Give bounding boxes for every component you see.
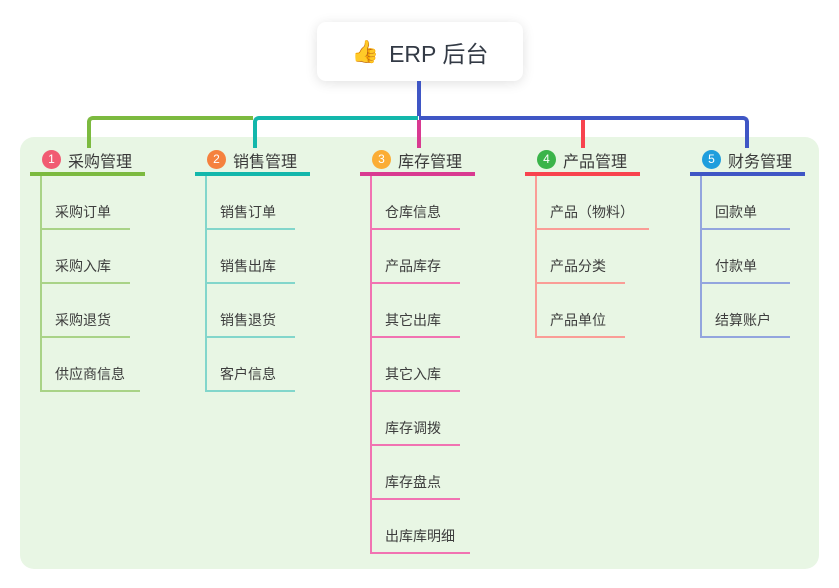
branch-label: 采购管理: [68, 153, 133, 171]
child-label: 其它出库: [385, 312, 441, 328]
child-node[interactable]: 采购退货: [42, 284, 130, 338]
child-label: 库存盘点: [385, 474, 441, 490]
child-label: 销售出库: [220, 258, 276, 274]
branch-children: 销售订单 销售出库 销售退货 客户信息: [205, 176, 295, 392]
root-stem-connector: [417, 81, 421, 116]
branch-label: 库存管理: [398, 153, 463, 171]
child-node[interactable]: 供应商信息: [42, 338, 140, 392]
child-node[interactable]: 付款单: [702, 230, 790, 284]
branch-label: 产品管理: [563, 153, 628, 171]
child-node[interactable]: 其它入库: [372, 338, 460, 392]
branches-panel: [20, 137, 819, 569]
branch-number-badge: 2: [207, 150, 226, 169]
child-label: 回款单: [715, 204, 757, 220]
branch-label: 财务管理: [728, 153, 793, 171]
branch-label: 销售管理: [233, 153, 298, 171]
connector-branch-5: [419, 116, 749, 148]
child-label: 供应商信息: [55, 366, 125, 382]
child-label: 产品（物料）: [550, 204, 634, 220]
branch-node[interactable]: 1 采购管理: [30, 147, 145, 176]
branch-product: 4 产品管理 产品（物料） 产品分类 产品单位: [525, 147, 649, 338]
child-label: 采购订单: [55, 204, 111, 220]
child-label: 结算账户: [715, 312, 771, 328]
root-node[interactable]: 👍 ERP 后台: [317, 22, 523, 81]
branch-node[interactable]: 2 销售管理: [195, 147, 310, 176]
child-node[interactable]: 客户信息: [207, 338, 295, 392]
child-node[interactable]: 产品库存: [372, 230, 460, 284]
root-node-label: ERP 后台: [389, 40, 489, 67]
branch-children: 采购订单 采购入库 采购退货 供应商信息: [40, 176, 140, 392]
child-node[interactable]: 其它出库: [372, 284, 460, 338]
child-label: 采购入库: [55, 258, 111, 274]
child-label: 付款单: [715, 258, 757, 274]
branch-inventory: 3 库存管理 仓库信息 产品库存 其它出库 其它入库 库存调拨 库存盘点 出库库…: [360, 147, 475, 554]
branch-children: 回款单 付款单 结算账户: [700, 176, 790, 338]
child-node[interactable]: 库存盘点: [372, 446, 460, 500]
branch-number-badge: 5: [702, 150, 721, 169]
child-label: 出库库明细: [385, 528, 455, 544]
child-node[interactable]: 回款单: [702, 176, 790, 230]
child-label: 客户信息: [220, 366, 276, 382]
child-label: 库存调拨: [385, 420, 441, 436]
branch-node[interactable]: 3 库存管理: [360, 147, 475, 176]
branch-children: 产品（物料） 产品分类 产品单位: [535, 176, 649, 338]
branch-finance: 5 财务管理 回款单 付款单 结算账户: [690, 147, 805, 338]
child-label: 采购退货: [55, 312, 111, 328]
branch-sales: 2 销售管理 销售订单 销售出库 销售退货 客户信息: [195, 147, 310, 392]
connector-branch-1: [87, 116, 253, 148]
child-label: 产品分类: [550, 258, 606, 274]
child-node[interactable]: 销售订单: [207, 176, 295, 230]
child-label: 产品单位: [550, 312, 606, 328]
child-node[interactable]: 产品（物料）: [537, 176, 649, 230]
connector-branch-2: [253, 116, 418, 148]
branch-number-badge: 1: [42, 150, 61, 169]
connector-branch-3: [417, 120, 421, 148]
child-node[interactable]: 销售退货: [207, 284, 295, 338]
child-label: 产品库存: [385, 258, 441, 274]
connector-branch-4: [581, 120, 585, 148]
child-node[interactable]: 产品单位: [537, 284, 625, 338]
child-node[interactable]: 出库库明细: [372, 500, 470, 554]
child-node[interactable]: 销售出库: [207, 230, 295, 284]
child-node[interactable]: 采购入库: [42, 230, 130, 284]
child-label: 仓库信息: [385, 204, 441, 220]
thumbs-up-icon: 👍: [351, 38, 380, 64]
child-label: 其它入库: [385, 366, 441, 382]
child-node[interactable]: 仓库信息: [372, 176, 460, 230]
child-node[interactable]: 产品分类: [537, 230, 625, 284]
branch-number-badge: 3: [372, 150, 391, 169]
branch-number-badge: 4: [537, 150, 556, 169]
child-node[interactable]: 结算账户: [702, 284, 790, 338]
child-node[interactable]: 库存调拨: [372, 392, 460, 446]
branch-purchase: 1 采购管理 采购订单 采购入库 采购退货 供应商信息: [30, 147, 145, 392]
child-node[interactable]: 采购订单: [42, 176, 130, 230]
child-label: 销售退货: [220, 312, 276, 328]
branch-node[interactable]: 4 产品管理: [525, 147, 640, 176]
child-label: 销售订单: [220, 204, 276, 220]
branch-children: 仓库信息 产品库存 其它出库 其它入库 库存调拨 库存盘点 出库库明细: [370, 176, 470, 554]
branch-node[interactable]: 5 财务管理: [690, 147, 805, 176]
